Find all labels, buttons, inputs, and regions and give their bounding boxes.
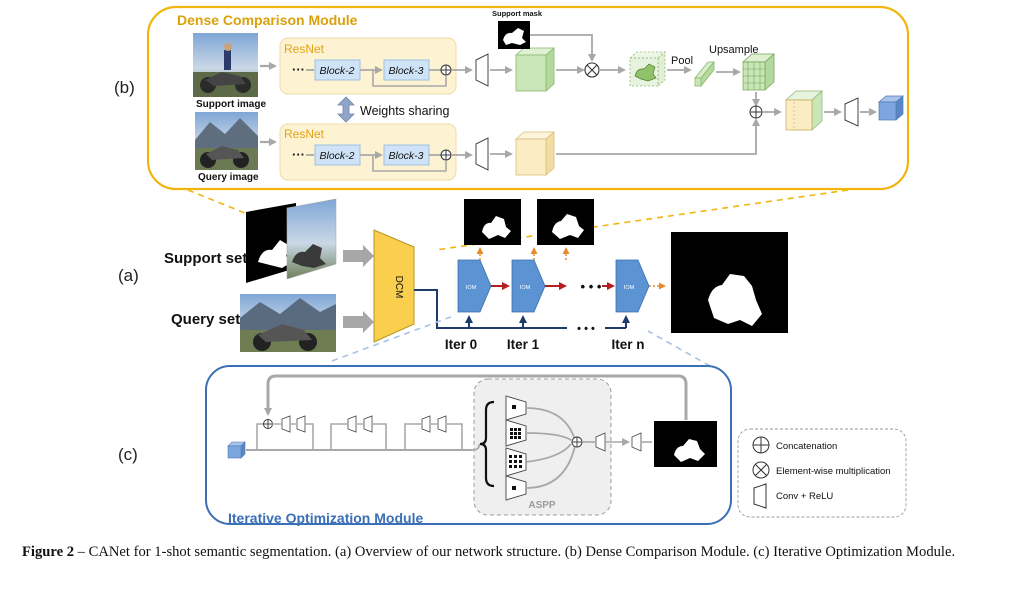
iter-ellipsis-top: • • •	[581, 279, 602, 294]
dcm-title: Dense Comparison Module	[177, 12, 358, 28]
canet-figure: Dense Comparison Module (b) Support imag…	[114, 5, 910, 526]
aspp-branch-3x3-icon	[505, 419, 527, 447]
dcm-block: DCM	[373, 229, 415, 343]
iom-input-cube	[227, 441, 246, 459]
aspp-branch-dilated-icon	[505, 447, 527, 477]
masked-feature-cube	[628, 51, 667, 87]
legend-multiply-label: Element-wise multiplication	[776, 466, 891, 477]
block3-top-label: Block-3	[388, 65, 423, 77]
conv-bottom-icon	[475, 137, 489, 171]
iom-block-1: IOM	[511, 259, 546, 313]
iom-output-conv-icon	[631, 432, 642, 452]
dcm-block-label: DCM	[393, 276, 404, 299]
aspp-brace-icon	[479, 400, 495, 488]
residual-block-3	[404, 415, 463, 450]
conv-top-icon	[475, 53, 489, 87]
panel-label-a: (a)	[118, 266, 139, 285]
concat-bottom-icon	[440, 149, 452, 161]
iom-0-label: IOM	[466, 285, 477, 291]
iom-1-label: IOM	[520, 285, 531, 291]
legend-conv-icon	[753, 483, 767, 509]
support-image-label: Support image	[196, 99, 266, 110]
iter-n-label: Iter n	[611, 337, 644, 352]
panel-label-c: (c)	[118, 445, 138, 464]
resnet-top-ellipsis: ···	[292, 62, 305, 77]
aspp-branch-1x1-icon	[505, 395, 527, 421]
concat-merge-icon	[749, 105, 763, 119]
residual-block-1	[256, 415, 314, 450]
aspp-label: ASPP	[528, 500, 556, 511]
query-set-image	[240, 294, 336, 352]
support-image	[193, 33, 258, 97]
pooled-vector	[694, 60, 715, 88]
legend-conv-label: Conv + ReLU	[776, 491, 833, 502]
aspp-box	[473, 378, 612, 516]
query-image	[195, 112, 258, 170]
iterative-optimization-module: (c) Iterative Optimization Module ASPP	[118, 365, 732, 526]
resnet-bottom	[279, 123, 457, 181]
conv-final-icon	[844, 97, 859, 127]
upsampled-feature-cube	[742, 53, 775, 91]
support-set-images	[246, 198, 337, 283]
aspp-branch-pool-icon	[505, 475, 527, 501]
legend-concat-icon	[752, 436, 770, 454]
caption-prefix: Figure 2	[22, 544, 75, 560]
legend-multiply-icon	[752, 461, 770, 479]
mask-final-output	[671, 232, 788, 333]
concat-top-icon	[440, 64, 452, 76]
iom-border	[205, 365, 732, 525]
mask-iter-1	[537, 199, 594, 245]
support-input-arrow-icon	[343, 245, 374, 267]
block2-bottom-label: Block-2	[319, 150, 354, 162]
legend-box	[737, 428, 907, 518]
resnet-bottom-label: ResNet	[284, 127, 325, 141]
aspp-concat-icon	[571, 436, 583, 448]
support-mask-label: Support mask	[492, 9, 543, 18]
iom-block-n: IOM	[615, 259, 650, 313]
query-input-arrow-icon	[343, 311, 374, 333]
support-mask-image	[498, 21, 530, 49]
resnet-top-label: ResNet	[284, 42, 325, 56]
block3-bottom-label: Block-3	[388, 150, 423, 162]
iom-output-mask	[654, 421, 717, 467]
upsample-label: Upsample	[709, 44, 759, 56]
figure-caption: Figure 2 – CANet for 1-shot semantic seg…	[22, 543, 1007, 562]
pool-label: Pool	[671, 55, 693, 67]
legend: Concatenation Element-wise multiplicatio…	[737, 428, 907, 518]
network-overview: (a) Support set Query set DCM	[118, 198, 788, 352]
block2-top-label: Block-2	[319, 65, 354, 77]
weights-sharing-arrow-icon	[337, 96, 355, 123]
dense-comparison-module: Dense Comparison Module (b) Support imag…	[114, 5, 910, 191]
support-feature-cube	[514, 47, 556, 92]
iter-ellipsis-bottom: • • •	[577, 323, 595, 335]
mask-iter-0	[464, 199, 521, 245]
caption-text: – CANet for 1-shot semantic segmentation…	[74, 544, 956, 560]
panel-label-b: (b)	[114, 78, 135, 97]
iom-block-0: IOM	[457, 259, 492, 313]
dcm-output-cube	[878, 95, 904, 121]
iter-0-label: Iter 0	[445, 337, 477, 352]
support-set-label: Support set	[164, 250, 247, 267]
iom-n-label: IOM	[624, 285, 635, 291]
iter-1-label: Iter 1	[507, 337, 540, 352]
residual-block-2	[330, 415, 387, 450]
query-image-label: Query image	[198, 172, 259, 183]
aspp-conv-icon	[595, 432, 606, 452]
query-feature-cube	[514, 131, 556, 176]
concatenated-feature-cube	[785, 90, 823, 131]
legend-concat-label: Concatenation	[776, 441, 837, 452]
query-set-label: Query set	[171, 311, 240, 328]
resnet-bottom-ellipsis: ···	[292, 147, 305, 162]
iom-title: Iterative Optimization Module	[228, 510, 423, 526]
dcm-border	[146, 5, 910, 191]
multiply-icon	[584, 62, 600, 78]
weights-sharing-label: Weights sharing	[360, 104, 449, 118]
